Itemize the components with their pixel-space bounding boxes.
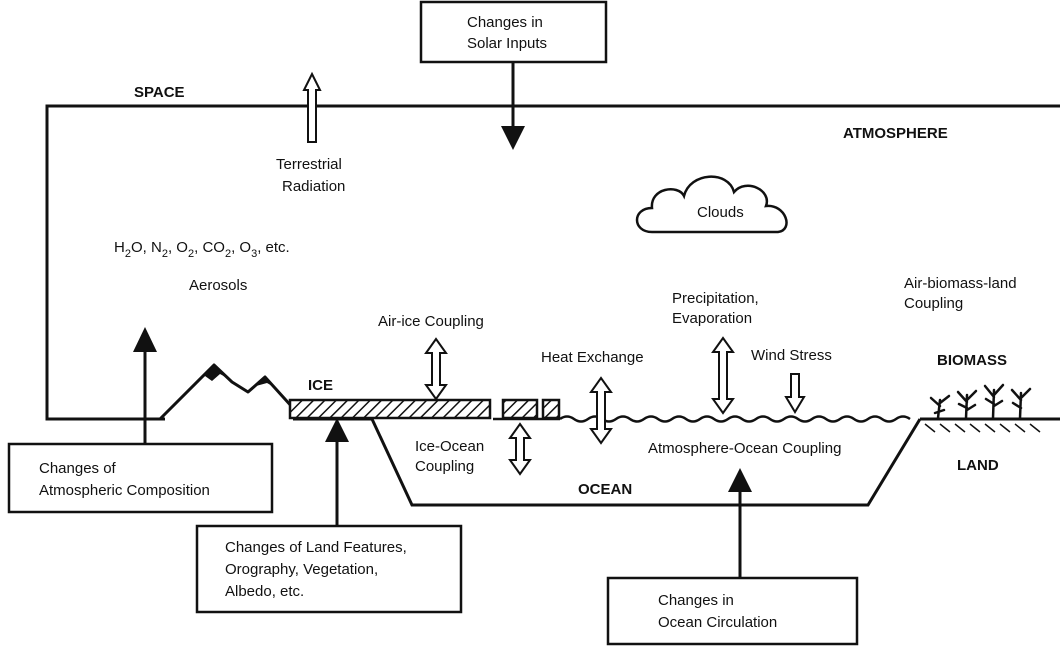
atmosphere-label: ATMOSPHERE xyxy=(843,125,948,142)
land-hatch xyxy=(924,423,1041,433)
mountain-range xyxy=(158,363,305,421)
gas-composition-label: H2O, N2, O2, CO2, O3, etc. xyxy=(114,239,290,260)
ocean-label: OCEAN xyxy=(578,481,632,498)
ice-floe-1 xyxy=(501,398,539,420)
clouds-label: Clouds xyxy=(697,204,744,221)
terrestrial-radiation-arrow xyxy=(302,71,322,143)
precipitation-evaporation-arrow xyxy=(711,336,735,415)
heat-exchange-label: Heat Exchange xyxy=(541,349,644,366)
ice-sheet xyxy=(288,398,492,420)
ice-ocean-coupling-arrow xyxy=(508,422,532,476)
atmospheric-composition-box-label: Changes of Atmospheric Composition xyxy=(39,460,210,499)
land-features-arrow xyxy=(325,418,349,442)
heat-exchange-arrow xyxy=(589,376,613,445)
air-ice-coupling-label: Air-ice Coupling xyxy=(378,313,484,330)
air-ice-coupling-arrow xyxy=(424,337,448,401)
solar-inputs-box xyxy=(419,0,608,64)
aerosols-label: Aerosols xyxy=(189,277,247,294)
atmosphere-frame xyxy=(45,104,1060,421)
solar-inputs-box-label: Changes in Solar Inputs xyxy=(467,14,547,52)
air-biomass-land-coupling-label: Air-biomass-land Coupling xyxy=(904,275,1021,312)
ice-ocean-coupling-label: Ice-Ocean Coupling xyxy=(415,438,488,475)
mountain-snowcap xyxy=(199,365,274,387)
precipitation-evaporation-label: Precipitation, Evaporation xyxy=(672,290,763,327)
ice-label: ICE xyxy=(308,377,333,394)
terrestrial-radiation-label: Terrestrial Radiation xyxy=(276,156,346,195)
atmospheric-composition-box xyxy=(7,442,274,514)
biomass-plants-icon xyxy=(929,383,1032,420)
ice-floe-2 xyxy=(541,398,561,420)
biomass-label: BIOMASS xyxy=(937,352,1007,369)
ocean-surface-waves xyxy=(559,415,911,423)
wind-stress-label: Wind Stress xyxy=(751,347,832,364)
ocean-circulation-arrow xyxy=(728,468,752,492)
atm-composition-arrow xyxy=(133,327,157,352)
land-features-box xyxy=(195,524,463,614)
space-label: SPACE xyxy=(134,84,185,101)
land-label: LAND xyxy=(957,457,999,474)
wind-stress-arrow xyxy=(784,373,806,414)
ocean-circulation-box xyxy=(606,576,859,646)
ocean-basin xyxy=(370,418,922,507)
solar-input-arrow xyxy=(501,126,525,150)
land-features-box-label: Changes of Land Features, Orography, Veg… xyxy=(225,539,411,600)
cloud-icon xyxy=(635,175,788,234)
ocean-circulation-box-label: Changes in Ocean Circulation xyxy=(658,592,777,631)
atmosphere-ocean-coupling-label: Atmosphere-Ocean Coupling xyxy=(648,440,841,457)
